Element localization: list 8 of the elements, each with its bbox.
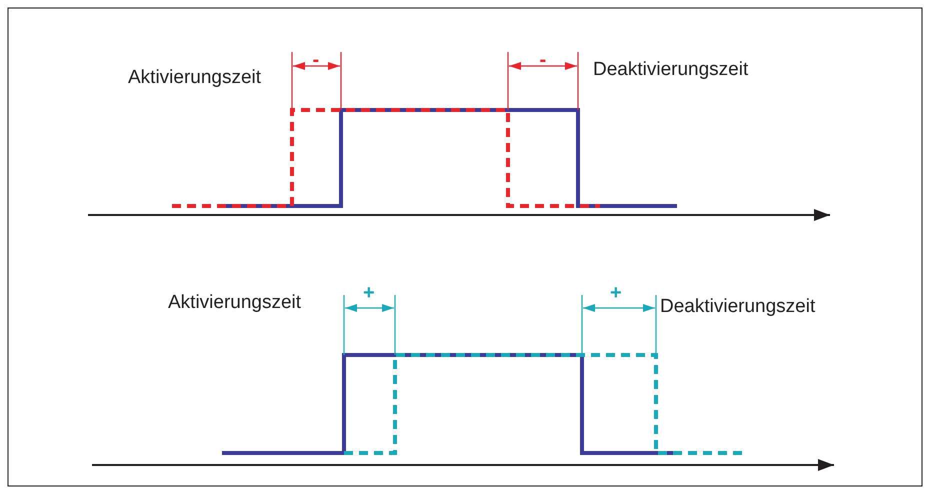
dimension-sign: -: [312, 50, 320, 70]
time-label: Deaktivierungszeit: [593, 59, 748, 81]
time-label: Aktivierungszeit: [168, 292, 302, 314]
time-label: Aktivierungszeit: [128, 67, 262, 89]
time-label: Deaktivierungszeit: [660, 296, 816, 318]
dimension-sign: -: [540, 50, 546, 70]
dimension-sign: +: [363, 283, 375, 303]
dimension-sign: +: [610, 283, 622, 303]
